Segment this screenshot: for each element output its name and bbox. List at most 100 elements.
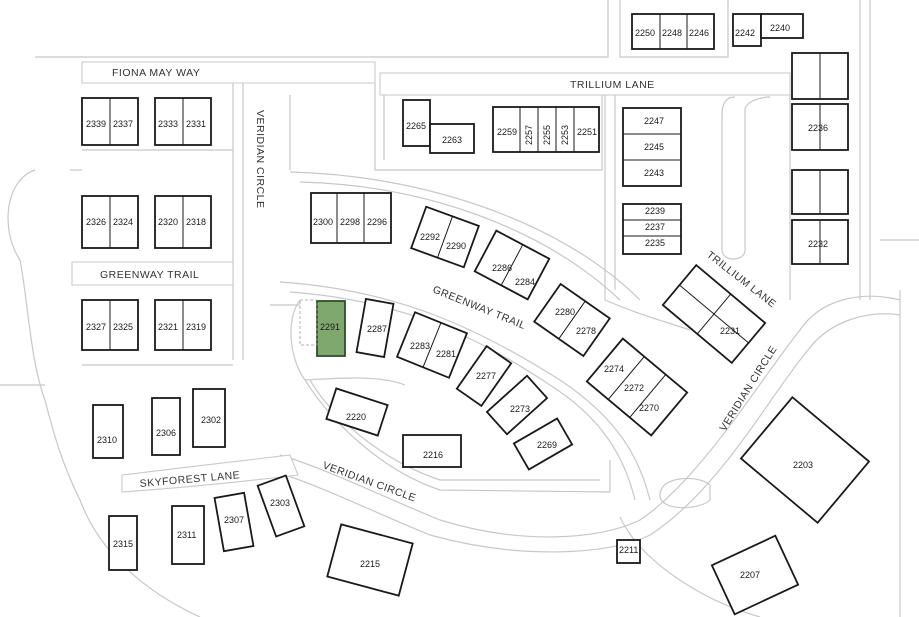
building-2310[interactable] xyxy=(92,404,124,459)
lot-2337: 2337 xyxy=(113,119,133,129)
lot-2269: 2269 xyxy=(537,440,557,450)
lot-2287: 2287 xyxy=(367,324,387,334)
building-2211[interactable] xyxy=(616,539,641,564)
building-2287[interactable] xyxy=(355,297,395,359)
street-greenway-trail-left: GREENWAY TRAIL xyxy=(100,269,199,281)
lot-2232: 2232 xyxy=(808,239,828,249)
lot-2318: 2318 xyxy=(186,217,206,227)
buildings xyxy=(81,13,871,616)
lot-2257: 2257 xyxy=(524,125,534,145)
building-2250-2246[interactable] xyxy=(631,13,715,50)
lot-2273: 2273 xyxy=(510,404,530,414)
lot-2251: 2251 xyxy=(577,127,597,137)
lot-2326: 2326 xyxy=(86,217,106,227)
lot-2215: 2215 xyxy=(360,559,380,569)
lot-2315: 2315 xyxy=(113,539,133,549)
lot-2247: 2247 xyxy=(644,116,664,126)
lot-2272: 2272 xyxy=(624,383,644,393)
building-2277[interactable] xyxy=(455,344,513,408)
lot-2284: 2284 xyxy=(515,277,535,287)
building-2263[interactable] xyxy=(429,123,475,154)
lot-2291: 2291 xyxy=(320,322,340,332)
lot-2311: 2311 xyxy=(177,530,196,540)
lot-2245: 2245 xyxy=(644,142,664,152)
lot-2203: 2203 xyxy=(793,460,813,470)
building-2274-2270[interactable] xyxy=(585,337,689,437)
lot-2246: 2246 xyxy=(689,28,709,38)
lot-2303: 2303 xyxy=(270,498,290,508)
street-trillium-lane-top: TRILLIUM LANE xyxy=(570,79,655,91)
lot-2298: 2298 xyxy=(340,217,360,227)
lot-2339: 2339 xyxy=(86,119,106,129)
lot-2281: 2281 xyxy=(436,349,456,359)
lot-2250: 2250 xyxy=(635,28,655,38)
building-2240[interactable] xyxy=(760,13,804,39)
lot-2286: 2286 xyxy=(492,263,512,273)
lot-2259: 2259 xyxy=(497,127,517,137)
building-2215[interactable] xyxy=(326,523,414,597)
lot-2235: 2235 xyxy=(645,238,665,248)
lot-2327: 2327 xyxy=(86,322,106,332)
lot-2236: 2236 xyxy=(808,123,828,133)
lot-2325: 2325 xyxy=(113,322,133,332)
building-2303[interactable] xyxy=(256,474,306,538)
building-2311[interactable] xyxy=(171,505,205,565)
building-2220[interactable] xyxy=(325,387,389,437)
lot-2307: 2307 xyxy=(224,515,244,525)
lot-2300: 2300 xyxy=(313,217,333,227)
building-2273[interactable] xyxy=(485,374,549,436)
lot-2253: 2253 xyxy=(560,125,570,145)
lot-2333: 2333 xyxy=(158,119,178,129)
building-2239-2235[interactable] xyxy=(622,203,682,255)
building-2283-2281[interactable] xyxy=(395,311,469,379)
building-2231[interactable] xyxy=(661,263,767,365)
lot-2292: 2292 xyxy=(420,232,440,242)
building-2291-highlighted[interactable] xyxy=(316,300,346,357)
building-2315[interactable] xyxy=(108,515,138,571)
lot-2270: 2270 xyxy=(639,403,659,413)
building-2302[interactable] xyxy=(192,388,226,448)
building-2300-2296[interactable] xyxy=(310,192,392,244)
building-2286-2284[interactable] xyxy=(473,229,551,301)
lot-2296: 2296 xyxy=(367,217,387,227)
lot-2216: 2216 xyxy=(423,450,443,460)
lot-2220: 2220 xyxy=(346,412,366,422)
building-2269[interactable] xyxy=(512,417,574,471)
lot-2280: 2280 xyxy=(555,307,575,317)
lot-2243: 2243 xyxy=(644,168,664,178)
building-2207[interactable] xyxy=(710,534,800,616)
building-2306[interactable] xyxy=(151,397,181,456)
lot-2207: 2207 xyxy=(740,570,760,580)
lot-2310: 2310 xyxy=(97,435,117,445)
building-2292-2290[interactable] xyxy=(410,205,480,269)
lot-2306: 2306 xyxy=(156,428,176,438)
lot-2278: 2278 xyxy=(576,326,596,336)
building-2247-2243[interactable] xyxy=(622,107,682,187)
lot-2265: 2265 xyxy=(406,121,426,131)
lot-2320: 2320 xyxy=(158,217,178,227)
building-2307[interactable] xyxy=(213,491,255,553)
building-2216[interactable] xyxy=(402,434,462,468)
lot-2277: 2277 xyxy=(476,371,496,381)
lot-2321: 2321 xyxy=(158,322,178,332)
lot-2255: 2255 xyxy=(542,125,552,145)
lot-2231: 2231 xyxy=(720,326,740,336)
lot-2239: 2239 xyxy=(645,206,665,216)
building-2280-2278[interactable] xyxy=(532,282,612,358)
lot-2319: 2319 xyxy=(186,322,206,332)
lot-2302: 2302 xyxy=(201,415,221,425)
lot-2242: 2242 xyxy=(735,28,755,38)
building-2203[interactable] xyxy=(739,395,871,525)
street-fiona-may-way: FIONA MAY WAY xyxy=(112,67,200,79)
building-2265[interactable] xyxy=(402,99,431,147)
lot-2274: 2274 xyxy=(604,364,624,374)
lot-2237: 2237 xyxy=(645,222,665,232)
lot-2263: 2263 xyxy=(442,135,462,145)
lot-2331: 2331 xyxy=(186,119,206,129)
street-veridian-circle-left: VERIDIAN CIRCLE xyxy=(254,110,266,209)
lot-2324: 2324 xyxy=(113,217,133,227)
lot-2240: 2240 xyxy=(770,23,790,33)
building-2259-2251[interactable] xyxy=(492,106,600,153)
